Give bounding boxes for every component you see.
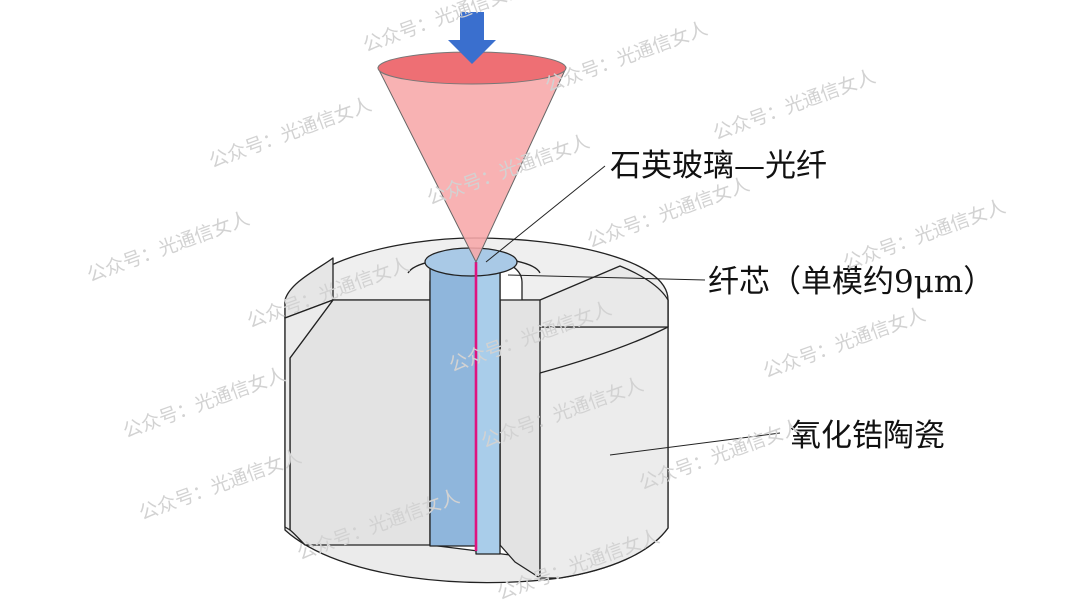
ferrule-front-wall-left — [284, 299, 334, 531]
ferrule-chamfer-left — [284, 257, 334, 319]
watermark-text: 公众号：光通信女人 — [360, 0, 528, 57]
leader-ferrule — [609, 432, 781, 456]
watermark-text: 公众号：光通信女人 — [136, 446, 304, 525]
label-fiber: 石英玻璃—光纤 — [610, 148, 827, 184]
ferrule-chamfer-right — [521, 265, 669, 328]
watermark-text: 公众号：光通信女人 — [710, 66, 878, 145]
ferrule-front-wall-right — [539, 326, 669, 579]
watermark-text: 公众号：光通信女人 — [542, 18, 710, 97]
label-core: 纤芯（单模约9μm） — [708, 264, 994, 300]
watermark-text: 公众号：光通信女人 — [584, 174, 752, 253]
label-ferrule: 氧化锆陶瓷 — [790, 418, 945, 454]
watermark-text: 公众号：光通信女人 — [206, 94, 374, 173]
watermark-text: 公众号：光通信女人 — [840, 196, 1008, 275]
fiber-side-face — [475, 257, 501, 555]
watermark-text: 公众号：光通信女人 — [760, 304, 928, 383]
watermark-text: 公众号：光通信女人 — [84, 208, 252, 287]
watermark-text: 公众号：光通信女人 — [120, 364, 288, 443]
leader-core — [507, 274, 706, 281]
leader-fiber — [485, 165, 606, 263]
down-arrow-icon — [448, 12, 496, 64]
